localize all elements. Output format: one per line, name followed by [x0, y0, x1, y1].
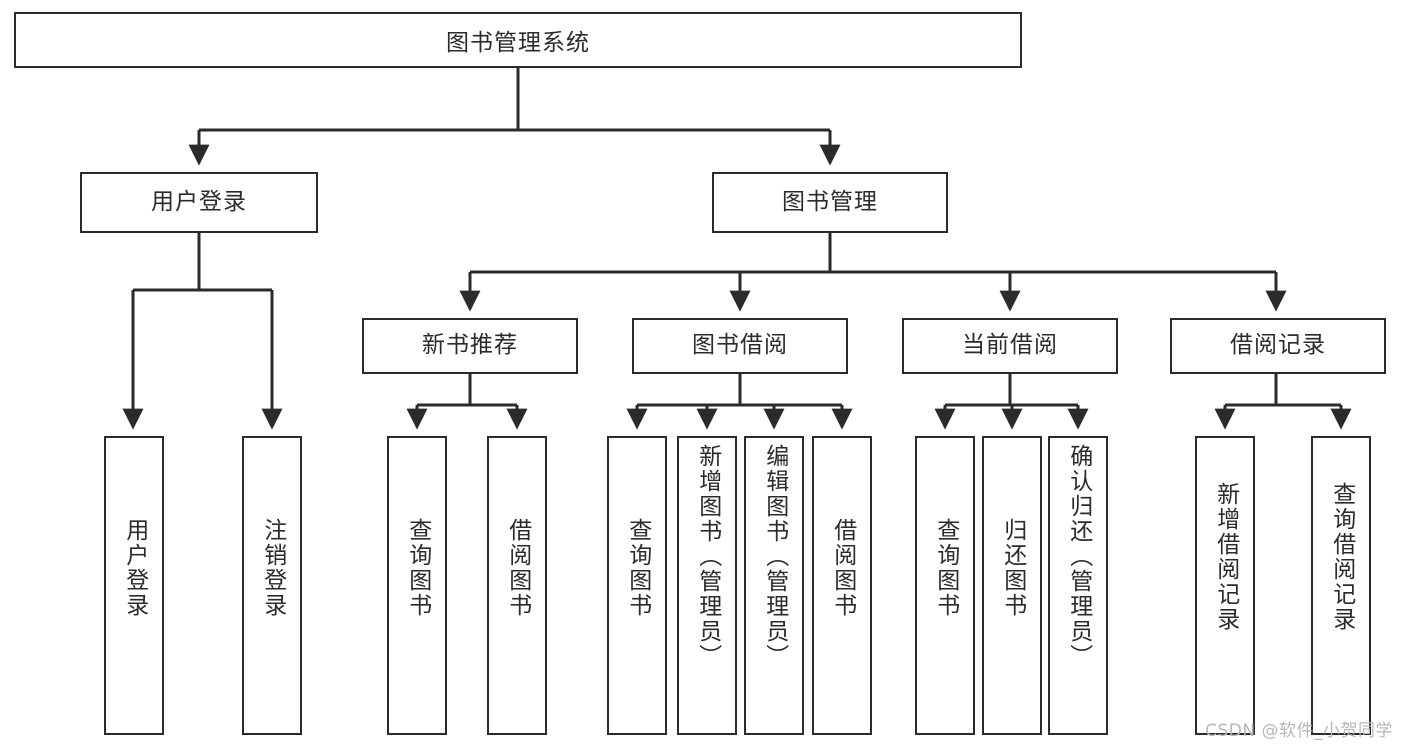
node-leaf-user-login[interactable]: 用户登录	[104, 436, 164, 735]
node-label: 图书借阅	[692, 332, 788, 359]
node-label: 用户登录	[121, 518, 148, 618]
node-label: 借阅记录	[1230, 332, 1326, 359]
node-new-book-recommend[interactable]: 新书推荐	[362, 318, 578, 374]
node-label: 查询图书	[932, 518, 959, 618]
node-leaf-return-book[interactable]: 归还图书	[982, 436, 1042, 735]
node-book-management[interactable]: 图书管理	[712, 172, 948, 233]
node-label: 图书管理	[782, 188, 878, 215]
node-label: 新增图书（管理员）	[694, 444, 721, 669]
node-leaf-logout-login[interactable]: 注销登录	[242, 436, 302, 735]
node-leaf-add-book[interactable]: 新增图书（管理员）	[677, 436, 737, 735]
node-label: 归还图书	[999, 518, 1026, 618]
node-current-borrow[interactable]: 当前借阅	[902, 318, 1118, 374]
node-book-borrow[interactable]: 图书借阅	[632, 318, 848, 374]
node-leaf-borrow-book[interactable]: 借阅图书	[812, 436, 872, 735]
node-label: 用户登录	[151, 188, 247, 215]
node-label: 图书管理系统	[446, 30, 590, 56]
node-leaf-edit-book[interactable]: 编辑图书（管理员）	[744, 436, 804, 735]
node-label: 查询图书	[404, 518, 431, 618]
node-label: 查询借阅记录	[1328, 482, 1355, 632]
node-leaf-query-book-recommend[interactable]: 查询图书	[387, 436, 447, 735]
node-leaf-query-book-current[interactable]: 查询图书	[915, 436, 975, 735]
node-label: 借阅图书	[504, 518, 531, 618]
node-leaf-confirm-return[interactable]: 确认归还（管理员）	[1048, 436, 1108, 735]
node-label: 当前借阅	[962, 332, 1058, 359]
node-label: 新增借阅记录	[1212, 482, 1239, 632]
node-label: 查询图书	[624, 518, 651, 618]
node-label: 借阅图书	[829, 518, 856, 618]
node-label: 新书推荐	[422, 332, 518, 359]
node-borrow-record[interactable]: 借阅记录	[1170, 318, 1386, 374]
node-leaf-query-book-borrow[interactable]: 查询图书	[607, 436, 667, 735]
node-root-book-management-system[interactable]: 图书管理系统	[14, 12, 1022, 68]
node-user-login[interactable]: 用户登录	[80, 172, 318, 233]
node-label: 注销登录	[259, 518, 286, 618]
node-label: 确认归还（管理员）	[1065, 444, 1092, 669]
node-leaf-borrow-book-recommend[interactable]: 借阅图书	[487, 436, 547, 735]
node-leaf-add-borrow-record[interactable]: 新增借阅记录	[1195, 436, 1255, 735]
node-leaf-query-borrow-record[interactable]: 查询借阅记录	[1311, 436, 1371, 735]
node-label: 编辑图书（管理员）	[761, 444, 788, 669]
